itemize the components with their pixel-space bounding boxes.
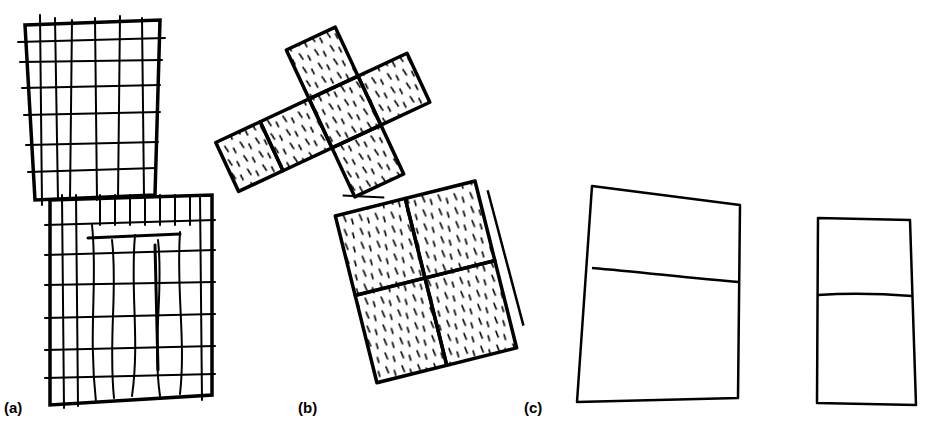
panel-label: (c) xyxy=(524,400,542,415)
grid-sketch-bottom xyxy=(45,195,215,408)
panel-label: (a) xyxy=(4,400,22,415)
panel-label: (b) xyxy=(298,400,317,415)
blocks-sketch-square xyxy=(331,161,528,383)
outline-sketch xyxy=(577,186,916,405)
grid-sketch-top xyxy=(18,15,165,205)
